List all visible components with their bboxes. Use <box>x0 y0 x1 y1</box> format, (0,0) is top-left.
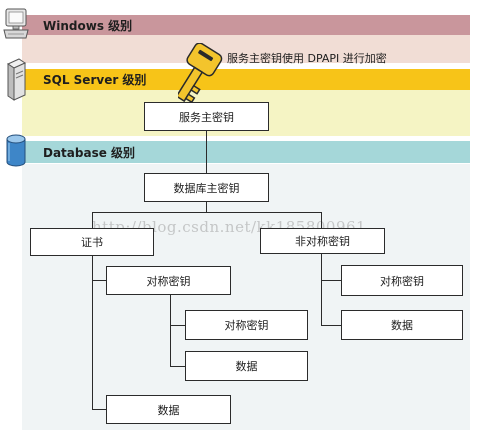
windows-level-header: Windows 级别 <box>22 15 470 35</box>
key-icon <box>178 43 223 104</box>
connector <box>170 325 185 326</box>
connector <box>206 131 207 174</box>
windows-level-label: Windows 级别 <box>43 18 133 33</box>
certificate-node: 证书 <box>30 228 154 256</box>
node-label: 对称密钥 <box>380 274 424 288</box>
node-label: 证书 <box>81 236 103 249</box>
connector <box>321 325 341 326</box>
database-level-header: Database 级别 <box>22 141 470 163</box>
node-label: 非对称密钥 <box>295 235 350 248</box>
connector <box>92 280 106 281</box>
sql-server-level-header: SQL Server 级别 <box>22 69 470 90</box>
sql-server-level-label: SQL Server 级别 <box>43 73 147 87</box>
node-label: 数据 <box>391 319 413 332</box>
cert-symmetric-key-node: 对称密钥 <box>106 266 231 295</box>
cert-data-node: 数据 <box>106 395 231 424</box>
connector <box>321 253 322 326</box>
node-label: 对称密钥 <box>146 274 191 288</box>
asymmetric-key-node: 非对称密钥 <box>260 228 385 254</box>
asym-symmetric-key-node: 对称密钥 <box>341 265 463 296</box>
connector <box>321 280 341 281</box>
connector <box>92 409 106 410</box>
dpapi-note: 服务主密钥使用 DPAPI 进行加密 <box>227 52 387 65</box>
node-label: 对称密钥 <box>224 319 269 332</box>
node-label: 数据 <box>235 360 258 373</box>
service-master-key-node: 服务主密钥 <box>144 102 269 131</box>
connector <box>170 294 171 367</box>
windows-level-fill <box>22 34 470 63</box>
node-label: 数据 <box>157 403 180 417</box>
connector <box>321 212 322 228</box>
asym-data-node: 数据 <box>341 310 463 340</box>
connector <box>206 201 207 213</box>
connector <box>170 366 185 367</box>
connector <box>92 212 322 213</box>
node-label: 数据库主密钥 <box>173 181 240 195</box>
node-label: 服务主密钥 <box>179 110 234 124</box>
database-master-key-node: 数据库主密钥 <box>144 173 269 202</box>
server-icon <box>6 58 27 101</box>
connector <box>92 255 93 410</box>
database-icon <box>6 134 26 167</box>
database-level-fill <box>22 164 470 430</box>
cert-nested-data-node: 数据 <box>185 351 308 381</box>
connector <box>92 212 93 228</box>
computer-icon <box>3 8 29 39</box>
database-level-label: Database 级别 <box>43 145 136 160</box>
cert-nested-symmetric-key-node: 对称密钥 <box>185 310 308 340</box>
